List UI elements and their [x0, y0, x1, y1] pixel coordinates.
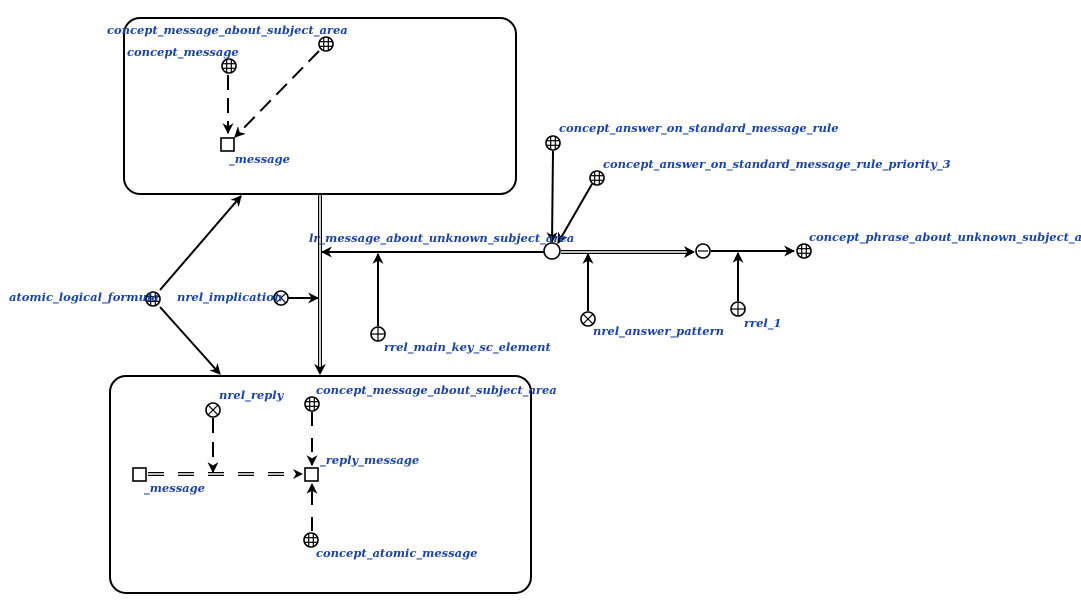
label-rrel-main-key: rrel_main_key_sc_element [384, 340, 551, 355]
label-concept-answer-on-standard-message-rule: concept_answer_on_standard_message_rule [559, 121, 839, 136]
label-concept-message: concept_message [127, 45, 239, 60]
label-nrel-answer-pattern: nrel_answer_pattern [593, 324, 724, 339]
label-concept-answer-rule-priority-3: concept_answer_on_standard_message_rule_… [603, 157, 951, 172]
reply-pair-arc [148, 469, 303, 479]
label-concept-message-about-subject-area-top: concept_message_about_subject_area [107, 23, 348, 38]
label-lr-message: lr_message_about_unknown_subject_area [309, 231, 574, 246]
label-message-top: _message [229, 152, 290, 167]
grid-circle-icon[interactable] [221, 58, 237, 74]
grid-circle-icon[interactable] [545, 135, 561, 151]
arc-subject-area-to-message [234, 50, 320, 138]
grid-circle-icon[interactable] [796, 243, 812, 259]
minus-circle-icon[interactable] [695, 243, 711, 259]
label-rrel-1: rrel_1 [744, 316, 782, 331]
bottom-contour[interactable] [109, 375, 532, 594]
grid-circle-icon[interactable] [318, 36, 334, 52]
arc-answer-rule-to-tuple [546, 150, 558, 244]
answer-pattern-pair-arc [561, 246, 695, 258]
square-icon[interactable] [304, 467, 319, 482]
implication-pair-arc [314, 195, 326, 375]
square-icon[interactable] [132, 467, 147, 482]
label-concept-atomic-message: concept_atomic_message [316, 546, 477, 561]
square-icon[interactable] [220, 137, 235, 152]
x-circle-icon[interactable] [205, 402, 221, 418]
empty-circle-icon[interactable] [543, 242, 561, 260]
label-message-bottom: _message [144, 481, 205, 496]
label-nrel-implication: nrel_implication [177, 290, 282, 305]
arc-priority-to-tuple [557, 183, 593, 244]
label-atomic-logical-formula: atomic_logical_formula [9, 290, 159, 305]
top-contour[interactable] [123, 17, 517, 195]
label-nrel-reply: nrel_reply [219, 388, 285, 403]
grid-circle-icon[interactable] [589, 170, 605, 186]
x-circle-icon[interactable] [273, 290, 289, 306]
arc-formula-to-bottom-contour [159, 306, 221, 375]
x-circle-icon[interactable] [580, 311, 596, 327]
label-concept-phrase: concept_phrase_about_unknown_subject_are… [809, 230, 1081, 245]
label-reply-message: _reply_message [320, 453, 419, 468]
grid-circle-icon[interactable] [145, 291, 161, 307]
arc-formula-to-top-contour [159, 195, 242, 291]
grid-circle-icon[interactable] [304, 396, 320, 412]
plus-circle-icon[interactable] [730, 301, 746, 317]
plus-circle-icon[interactable] [370, 326, 386, 342]
label-concept-message-about-subject-area-bottom: concept_message_about_subject_area [316, 383, 557, 398]
grid-circle-icon[interactable] [303, 532, 319, 548]
